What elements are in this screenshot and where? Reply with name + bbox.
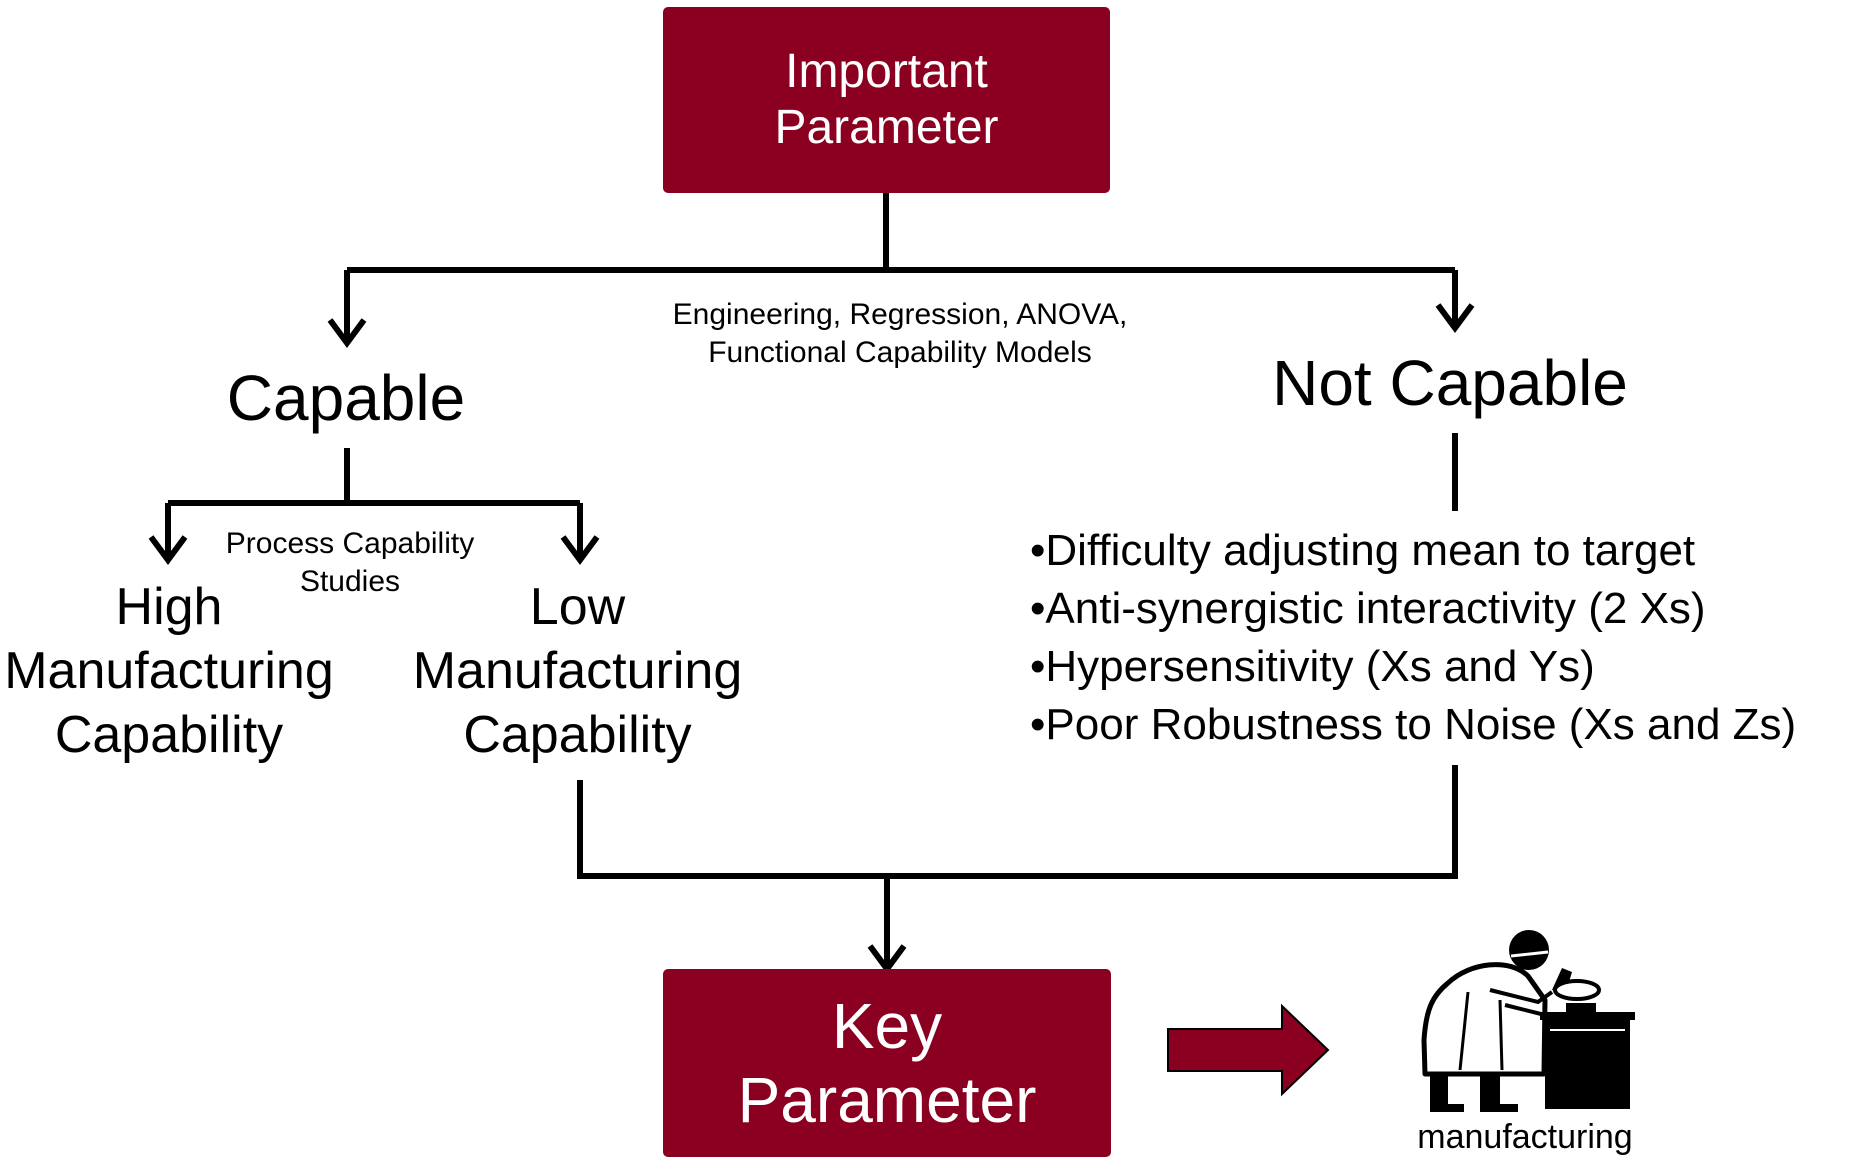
high-line-2: Manufacturing xyxy=(4,642,334,700)
low-capability-node: Low Manufacturing Capability xyxy=(405,575,750,767)
not-capable-node: Not Capable xyxy=(1210,346,1690,420)
issue-item: •Poor Robustness to Noise (Xs and Zs) xyxy=(1030,700,1797,749)
arrowhead-not-capable xyxy=(1435,303,1475,334)
important-parameter-box: Important Parameter xyxy=(663,7,1110,193)
process-capability-line-2: Studies xyxy=(299,565,401,598)
process-capability-edge-label: Process Capability Studies xyxy=(190,525,510,601)
manufacturing-label: manufacturing xyxy=(1417,1118,1633,1156)
methods-edge-label: Engineering, Regression, ANOVA, Function… xyxy=(600,296,1200,372)
low-line-1: Low xyxy=(529,578,626,636)
key-parameter-line-1: Key xyxy=(831,990,943,1062)
key-parameter-box: Key Parameter xyxy=(663,969,1111,1157)
not-capable-issue-list: •Difficulty adjusting mean to target •An… xyxy=(1030,522,1874,754)
arrowhead-low xyxy=(560,535,600,566)
methods-line-2: Functional Capability Models xyxy=(708,336,1092,369)
issue-item: •Difficulty adjusting mean to target xyxy=(1030,526,1696,575)
not-capable-label: Not Capable xyxy=(1272,347,1628,419)
key-parameter-line-2: Parameter xyxy=(737,1064,1037,1136)
process-capability-line-1: Process Capability xyxy=(225,527,475,560)
issue-item: •Anti-synergistic interactivity (2 Xs) xyxy=(1030,584,1706,633)
low-line-3: Capability xyxy=(463,706,692,764)
scientist-microscope-icon xyxy=(1421,930,1635,1112)
important-parameter-line-2: Parameter xyxy=(774,101,999,154)
issue-item: •Hypersensitivity (Xs and Ys) xyxy=(1030,642,1595,691)
high-line-3: Capability xyxy=(54,706,284,764)
capable-node: Capable xyxy=(186,361,506,435)
capable-label: Capable xyxy=(226,362,466,434)
important-parameter-line-1: Important xyxy=(785,45,988,98)
manufacturing-caption: manufacturing xyxy=(1380,1117,1670,1157)
arrowhead-high xyxy=(148,535,188,566)
low-line-2: Manufacturing xyxy=(412,642,743,700)
block-arrow-right xyxy=(1167,1003,1330,1097)
high-line-1: High xyxy=(115,578,223,636)
arrowhead-capable xyxy=(327,318,367,349)
high-capability-node: High Manufacturing Capability xyxy=(0,575,338,767)
methods-line-1: Engineering, Regression, ANOVA, xyxy=(672,298,1128,331)
